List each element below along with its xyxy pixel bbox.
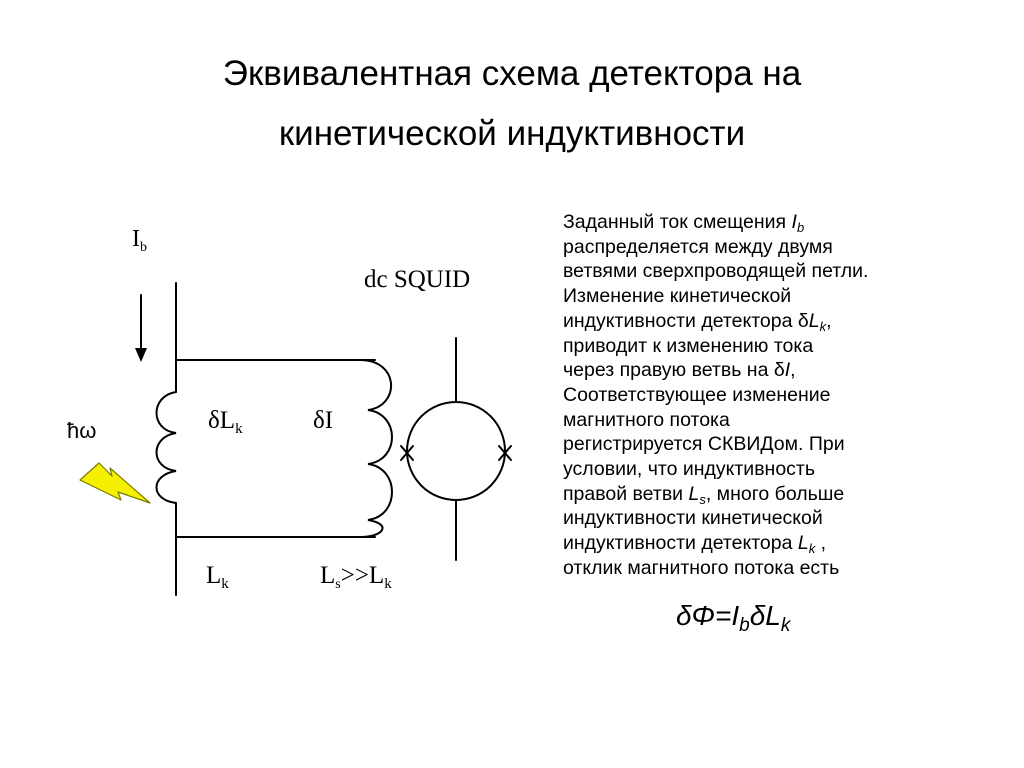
title-line-2: кинетической индуктивности <box>278 114 746 153</box>
flux-response-formula: δΦ=IbδLk <box>676 600 791 636</box>
description-line: распределяется между двумя <box>563 235 833 258</box>
description-line: через правую ветвь на δI, <box>563 359 796 382</box>
description-line: индуктивности детектора Lk , <box>563 532 827 557</box>
right-branch-inductor-coil <box>359 359 393 538</box>
description-line: Соответствующее изменение <box>563 383 831 406</box>
bias-current-label: Ib <box>132 226 147 255</box>
right-branch-condition-label: Ls>>Lk <box>320 562 392 592</box>
title-line-1: Эквивалентная схема детектора на <box>222 54 802 93</box>
description-line: Заданный ток смещения Ib <box>563 211 805 235</box>
description-line: индуктивности детектора δLk, <box>563 309 832 334</box>
photon-energy-label: ħω <box>67 418 97 443</box>
description-line: регистрируется СКВИДом. При <box>563 433 845 456</box>
squid-label: dc SQUID <box>364 266 470 293</box>
slide-title: Эквивалентная схема детектора на кинетич… <box>0 44 1024 164</box>
detector-inductance-delta-label: δLk <box>208 407 243 437</box>
description-line: приводит к изменению тока <box>563 334 814 357</box>
detector-inductance-label: Lk <box>206 562 229 592</box>
description-line: Изменение кинетической <box>563 285 792 308</box>
description-line: условии, что индуктивность <box>563 458 816 481</box>
description-line: магнитного потока <box>563 408 730 431</box>
photon-lightning-icon <box>79 462 151 504</box>
current-change-label: δI <box>313 407 333 434</box>
description-line: индуктивности кинетической <box>563 507 823 530</box>
description-line: ветвями сверхпроводящей петли. <box>563 260 869 283</box>
description-text: Заданный ток смещения Ib распределяется … <box>563 210 983 581</box>
bias-arrow-head <box>135 348 147 362</box>
description-line: правой ветви Ls, много больше <box>563 482 845 507</box>
detector-inductor-coil <box>155 391 177 504</box>
squid-ring <box>406 401 506 501</box>
description-line: отклик магнитного потока есть <box>563 556 840 579</box>
josephson-junction-left-b <box>400 445 414 461</box>
josephson-junction-right-b <box>498 445 512 461</box>
